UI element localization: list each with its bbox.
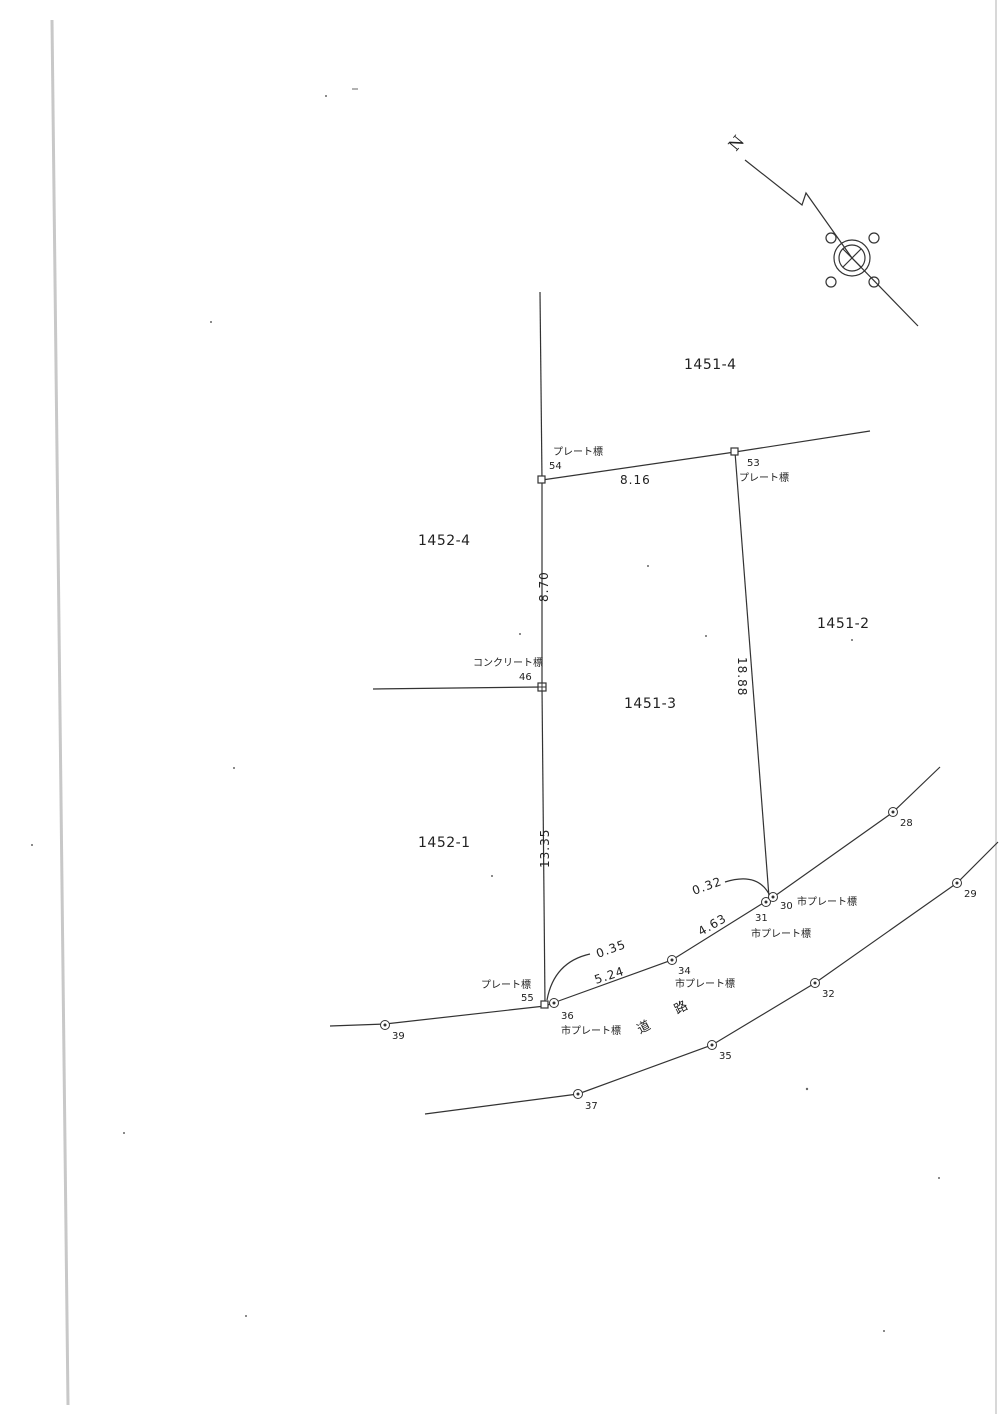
offset-30: 0.32 bbox=[690, 874, 724, 898]
lot-1451-2: 1451-2 bbox=[817, 616, 870, 632]
dimension-46-55: 13.35 bbox=[538, 829, 552, 868]
point-29 bbox=[952, 878, 962, 888]
point-label-54: 54 bbox=[549, 461, 562, 472]
point-34 bbox=[667, 955, 677, 965]
point-35 bbox=[707, 1040, 717, 1050]
point-39 bbox=[380, 1020, 390, 1030]
marker-53 bbox=[730, 447, 739, 456]
point-36 bbox=[549, 998, 559, 1008]
lot-1452-1: 1452-1 bbox=[418, 835, 471, 851]
point-32 bbox=[810, 978, 820, 988]
dimension-54-53: 8.16 bbox=[620, 473, 651, 487]
point-label-37: 37 bbox=[585, 1101, 598, 1112]
survey-points bbox=[380, 807, 962, 1099]
point-label-29: 29 bbox=[964, 889, 977, 900]
scan-edge-left bbox=[50, 19, 70, 1406]
marker-label-53: プレート標 bbox=[739, 471, 789, 484]
marker-55 bbox=[540, 1000, 549, 1009]
marker-label-55: プレート標 bbox=[481, 978, 531, 991]
marker-label-36: 市プレート標 bbox=[561, 1024, 621, 1037]
marker-54 bbox=[537, 475, 546, 484]
point-31 bbox=[761, 897, 771, 907]
point-label-35: 35 bbox=[719, 1051, 732, 1062]
north-label: N bbox=[725, 132, 749, 155]
scan-specks bbox=[31, 95, 940, 1332]
lot-1451-3: 1451-3 bbox=[624, 696, 677, 712]
point-label-30: 30 bbox=[780, 901, 793, 912]
north-arrow-icon bbox=[744, 159, 919, 327]
point-28 bbox=[888, 807, 898, 817]
road-label: 道 路 bbox=[634, 994, 697, 1038]
dimension-36-34: 5.24 bbox=[593, 964, 627, 987]
marker-label-30: 市プレート標 bbox=[797, 895, 857, 908]
point-30 bbox=[768, 892, 778, 902]
marker-label-34: 市プレート標 bbox=[675, 977, 735, 990]
point-label-39: 39 bbox=[392, 1031, 405, 1042]
point-label-53: 53 bbox=[747, 458, 760, 469]
point-label-55: 55 bbox=[521, 993, 534, 1004]
marker-label-31: 市プレート標 bbox=[751, 927, 811, 940]
lot-1451-4: 1451-4 bbox=[684, 357, 737, 373]
marker-label-54: プレート標 bbox=[553, 445, 603, 458]
point-label-36: 36 bbox=[561, 1011, 574, 1022]
point-label-34: 34 bbox=[678, 966, 691, 977]
point-label-28: 28 bbox=[900, 818, 913, 829]
lot-1452-4: 1452-4 bbox=[418, 533, 471, 549]
dimension-54-46: 8.70 bbox=[537, 571, 551, 602]
point-37 bbox=[573, 1089, 583, 1099]
point-label-32: 32 bbox=[822, 989, 835, 1000]
marker-label-46: コンクリート標 bbox=[473, 656, 543, 669]
point-label-31: 31 bbox=[755, 913, 768, 924]
boundary-markers bbox=[537, 447, 739, 1009]
point-label-46: 46 bbox=[519, 672, 532, 683]
dimension-53-30: 18.88 bbox=[735, 657, 749, 696]
offset-55: 0.35 bbox=[594, 937, 628, 961]
